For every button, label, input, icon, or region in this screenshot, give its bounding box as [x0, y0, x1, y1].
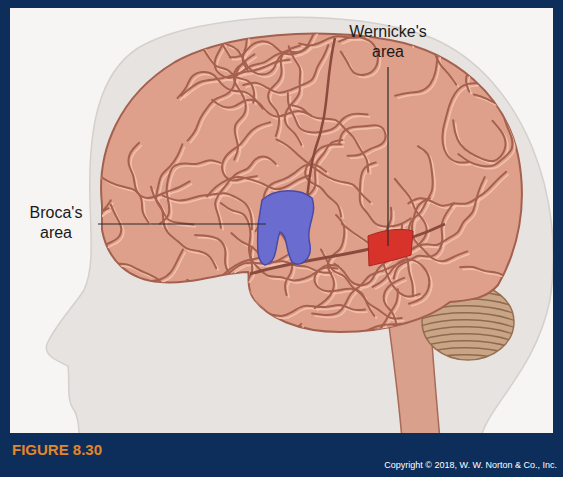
sulcus-line: [474, 94, 550, 171]
sulcus-line: [25, 78, 104, 123]
sulcus-line: [151, 187, 216, 268]
sulcus-line: [164, 332, 212, 428]
cerebellum-fold: [418, 362, 518, 371]
sulcus-line: [327, 324, 419, 365]
gyrus-highlight: [89, 37, 183, 58]
gyrus-highlight: [100, 252, 186, 297]
gyrus-highlight: [42, 8, 111, 45]
sulcus-line: [222, 122, 270, 180]
gyrus-highlight: [492, 63, 553, 72]
wernicke-region: [368, 229, 413, 266]
sulcus-line: [360, 162, 411, 226]
sulcus-line: [312, 261, 404, 315]
sulcus-line: [97, 205, 130, 280]
sulcus-line: [243, 8, 299, 70]
sulcus-line: [458, 101, 512, 166]
cerebellum-fold: [418, 313, 518, 322]
area-label: Broca's area: [16, 203, 96, 243]
gyrus-highlight: [451, 10, 543, 47]
gyrus-highlight: [476, 97, 552, 174]
sulcus-line: [87, 34, 181, 55]
sulcus-line: [315, 267, 375, 315]
gyrus-highlight: [131, 145, 192, 200]
sulcus-line: [156, 144, 193, 224]
sulcus-line: [40, 8, 109, 43]
sulcus-line: [515, 79, 553, 117]
sulcus-line: [442, 83, 476, 162]
cerebrum: [101, 34, 522, 332]
head-silhouette: [46, 17, 553, 433]
leader-line: [387, 67, 388, 246]
gyrus-highlight: [463, 269, 524, 339]
sulcus-line: [290, 105, 368, 172]
gyrus-highlight: [99, 207, 132, 282]
sulcus-line: [285, 46, 302, 145]
gyrus-highlight: [210, 329, 256, 404]
sulcus-line: [83, 244, 175, 300]
sulcus-line: [226, 44, 309, 74]
sulcus-line: [315, 215, 345, 308]
sulcus-line: [397, 8, 456, 85]
sulcus-line: [97, 250, 183, 295]
sulcus-line: [373, 259, 430, 303]
sulcus-line: [209, 8, 230, 58]
gyrus-highlight: [24, 271, 109, 300]
sulcus-line: [364, 289, 398, 392]
sulcus-line: [408, 172, 506, 206]
gyrus-highlight: [485, 279, 553, 314]
sulcus-line: [339, 125, 385, 156]
cerebellum-fold: [418, 327, 518, 336]
sulcus-line: [208, 326, 254, 401]
sulcus-line: [181, 60, 289, 96]
sulcus-line: [230, 27, 317, 57]
sulcus-line: [384, 278, 436, 356]
sulcus-line: [413, 177, 484, 248]
sulcus-line: [178, 72, 263, 109]
gyrus-highlight: [166, 334, 214, 430]
gyrus-highlight: [72, 153, 151, 225]
copyright-note: Copyright © 2018, W. W. Norton & Co., In…: [330, 460, 557, 471]
sulcus-line: [483, 277, 553, 312]
sulcus-line: [258, 305, 365, 319]
cerebellum-fold: [418, 348, 518, 357]
sulcus-line: [21, 268, 106, 297]
sulcus-line: [495, 9, 545, 59]
gyrus-highlight: [497, 12, 547, 62]
sulcus-line: [214, 278, 301, 332]
gyri: [21, 8, 553, 430]
gyrus-highlight: [416, 180, 487, 251]
broca-region: [258, 191, 314, 265]
cerebellum-fold: [418, 334, 518, 343]
sulcus-line: [212, 100, 311, 117]
gyrus-highlight: [85, 247, 177, 303]
gyrus-highlight: [154, 189, 219, 270]
gyrus-highlight: [367, 292, 401, 395]
sulcus-line: [490, 61, 553, 70]
sulcus-line: [460, 267, 521, 337]
sulcus-line: [268, 46, 300, 136]
cerebellum-fold: [418, 355, 518, 364]
gyrus-highlight: [330, 327, 422, 368]
area-label: Wernicke's area: [334, 22, 442, 62]
gyrus-highlight: [292, 107, 370, 174]
picture-panel: [10, 8, 553, 433]
sulcus-line: [449, 8, 541, 45]
figure-number: FIGURE 8.30: [12, 441, 172, 459]
cerebellum-fold: [418, 320, 518, 329]
gyrus-highlight: [212, 8, 233, 60]
sulcus-line: [202, 22, 254, 103]
gyrus-highlight: [28, 81, 107, 126]
gyrus-highlight: [216, 281, 303, 335]
gyrus-highlight: [461, 104, 515, 169]
gyrus-highlight: [445, 86, 479, 165]
gyrus-highlight: [32, 211, 111, 281]
cerebellum-fold: [418, 341, 518, 350]
sulcus-line: [221, 203, 252, 281]
gyrus-highlight: [518, 82, 553, 120]
leader-line: [98, 223, 266, 224]
